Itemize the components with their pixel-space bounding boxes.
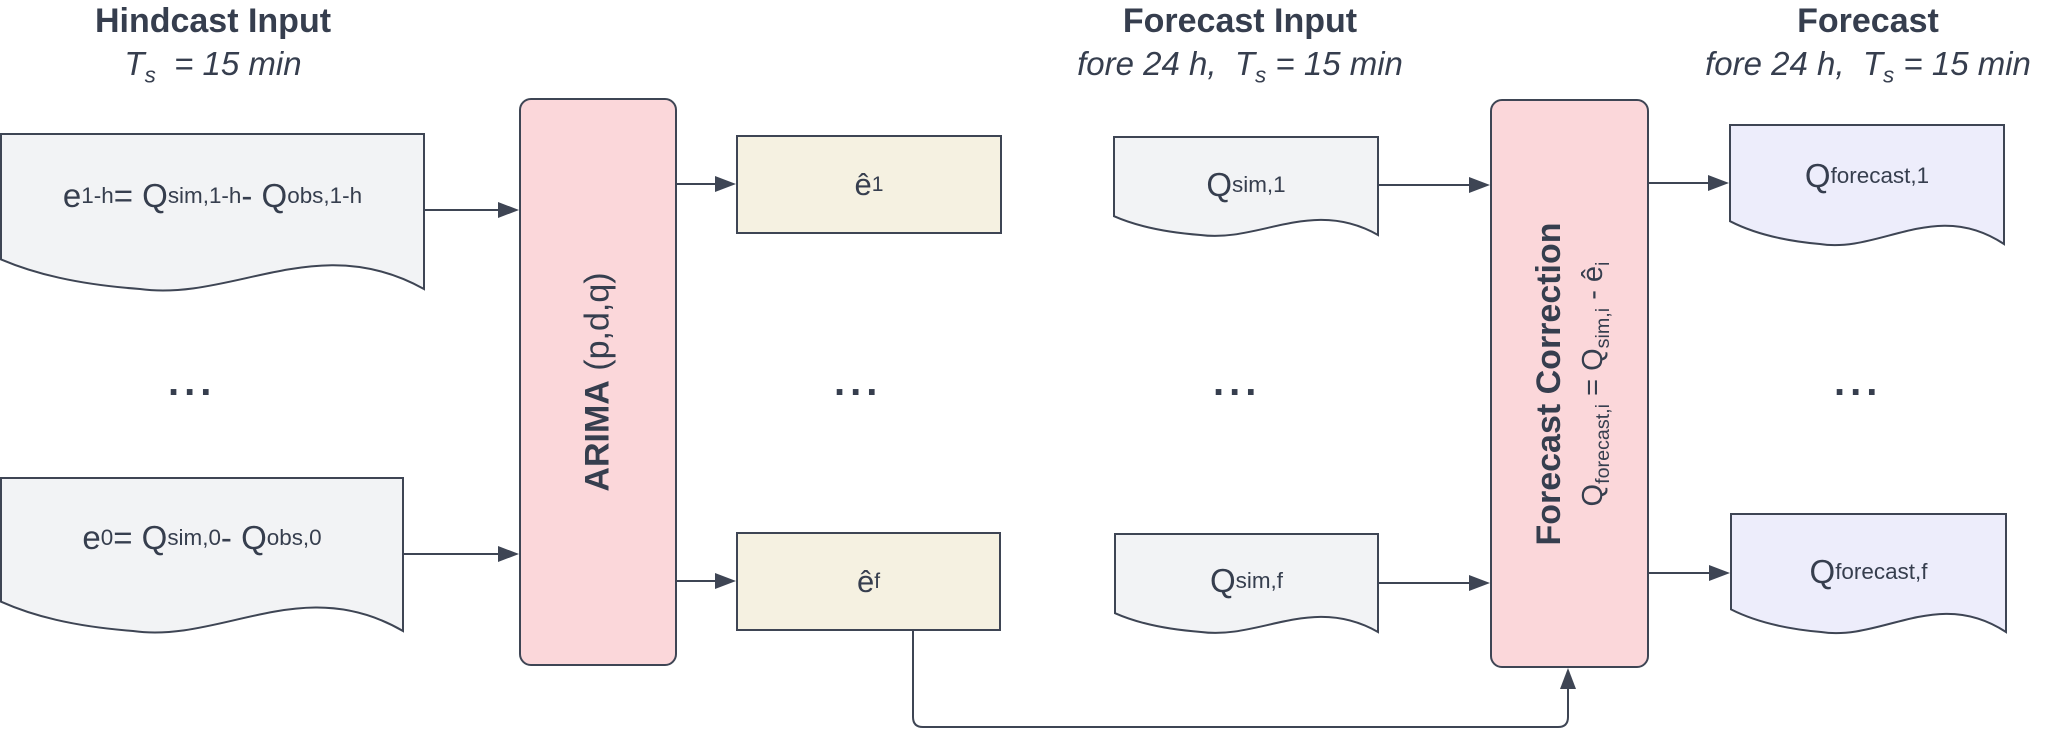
hindcast-subtitle: Ts = 15 min [124,45,302,88]
header-forecast-input: Forecast Input fore 24 h, Ts = 15 min [1035,2,1445,88]
arrow-arima-to-ehat1 [677,176,736,192]
connector-ehatf-to-fc [912,631,1576,728]
arima-box: ARIMA (p,d,q) [519,98,677,666]
header-forecast: Forecast fore 24 h, Ts = 15 min [1665,2,2067,88]
arrow-e1h-to-arima [425,202,519,218]
doc-shape-e1h [0,133,425,292]
forecast-correction-box: Forecast Correction Qforecast,i = Qsim,i… [1490,99,1649,668]
forecast-subtitle: fore 24 h, Ts = 15 min [1705,45,2031,88]
doc-shape-qsimf [1114,533,1379,634]
doc-shape-e0 [0,477,404,634]
doc-shape-qsim1 [1113,136,1379,237]
forecast-title: Forecast [1797,2,1939,40]
forecast-input-subtitle: fore 24 h, Ts = 15 min [1077,45,1403,88]
doc-shape-qforecast1 [1729,124,2005,247]
ellipsis-hindcast: ... [168,360,217,404]
forecast-input-title: Forecast Input [1122,2,1358,40]
ellipsis-forecast: ... [1834,360,1883,404]
ellipsis-forecast-input: ... [1213,360,1262,404]
arrow-arima-to-ehatf [677,573,736,589]
ellipsis-estimates: ... [834,360,883,404]
arrow-qsimf-to-fc [1379,575,1490,591]
arrow-fc-to-qforecastf [1649,565,1730,581]
arima-label: ARIMA (p,d,q) [578,272,617,492]
header-hindcast-input: Hindcast Input Ts = 15 min [28,2,398,88]
hindcast-title: Hindcast Input [94,2,332,40]
arrow-e0-to-arima [404,546,519,562]
arrow-fc-to-qforecast1 [1649,175,1729,191]
forecast-correction-label: Forecast Correction Qforecast,i = Qsim,i… [1529,221,1614,546]
arrow-qsim1-to-fc [1379,177,1490,193]
doc-shape-qforecastf [1730,513,2007,635]
